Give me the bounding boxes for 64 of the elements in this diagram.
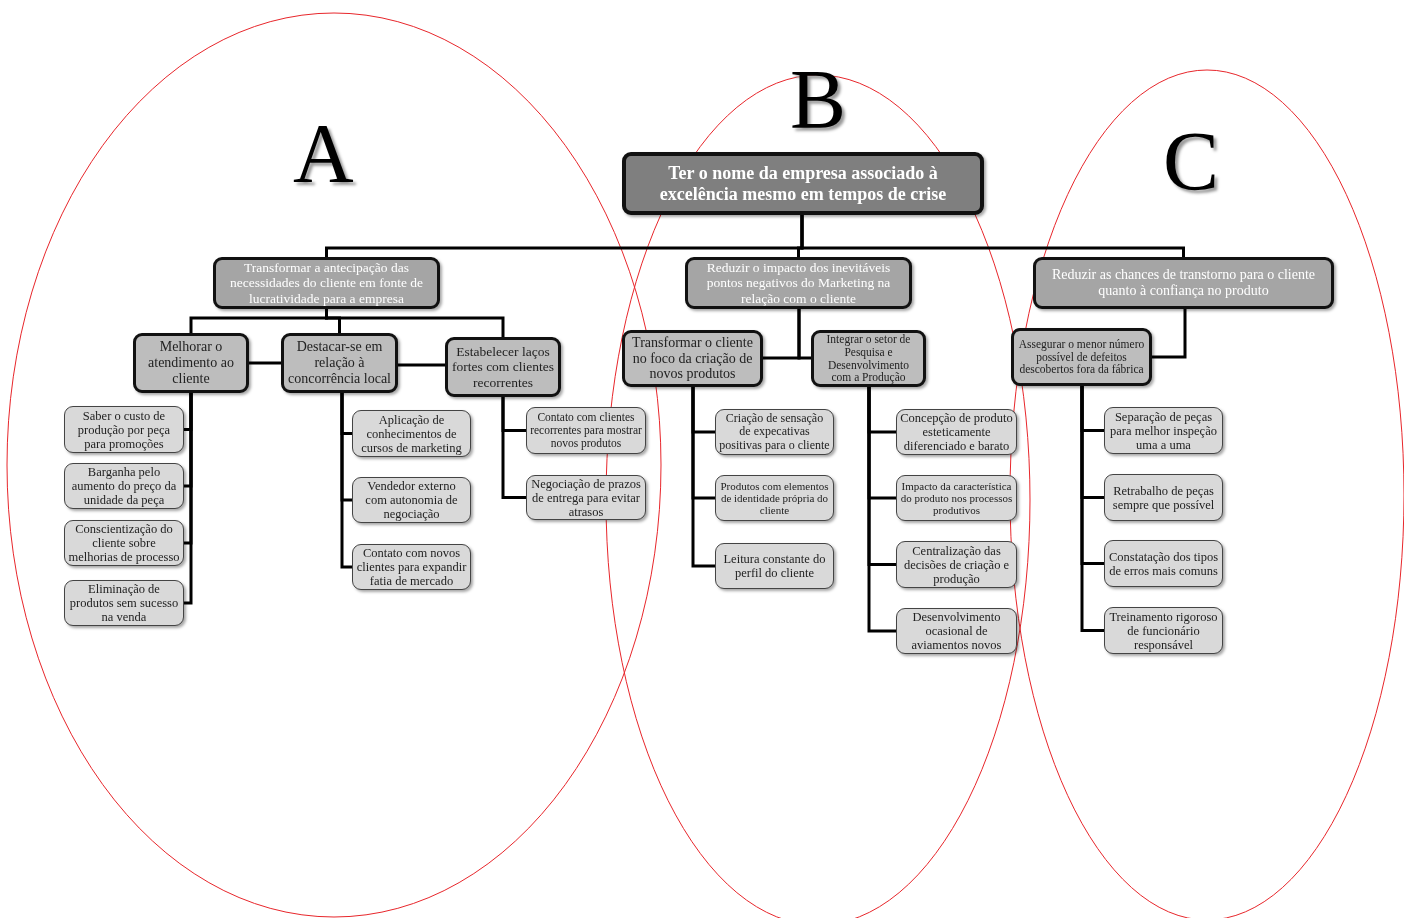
node-text: Barganha pelo aumento do preço da unidade da peça: [70, 465, 178, 507]
node-text: Contato com novos clientes para expandir fatia de mercado: [356, 546, 467, 588]
node-text: Saber o custo de produção por peça para promoções: [76, 408, 172, 451]
node-text: Separação de peças para melhor inspeção uma a uma: [1109, 409, 1218, 452]
action-box: [64, 406, 184, 453]
action-box: [896, 608, 1017, 654]
connector-line: [800, 215, 1185, 257]
group-letter: B: [790, 58, 847, 142]
node-text: Estabelecer laços fortes com clientes recorrentes: [451, 344, 555, 390]
sub-objective-box: [445, 337, 561, 397]
node-text: Transformar o cliente no foco da criação de novos produtos: [631, 335, 754, 382]
action-box: [1104, 540, 1223, 587]
node-text: Integrar o setor de Pesquisa e Desenvolvimento com a Produção: [825, 333, 912, 384]
sub-objective-box: [811, 330, 926, 387]
node-text: Leitura constante do perfil do cliente: [722, 552, 827, 580]
node-text: Desenvolvimento ocasional de aviamentos novos: [910, 610, 1003, 652]
action-box: [352, 410, 471, 457]
group-letter: A: [293, 112, 354, 196]
sub-objective-box: [133, 333, 249, 393]
objective-box: [213, 257, 440, 309]
objective-box: [685, 257, 912, 309]
node-text: Destacar-se em relação à concorrência local: [287, 339, 392, 387]
node-text: Centralização das decisões de criação e produção: [902, 543, 1011, 586]
node-text: Vendedor externo com autonomia de negociação: [364, 479, 459, 521]
action-box: [715, 543, 834, 589]
connector-line: [325, 309, 505, 337]
action-box: [352, 477, 471, 523]
node-text: Ter o nome da empresa associado à excelência mesmo em tempos de crise: [658, 163, 948, 204]
node-text: Impacto da característica do produto nos processos produtivos: [900, 479, 1013, 517]
node-text: Constatação dos tipos de erros mais comuns: [1108, 549, 1219, 578]
node-text: Aplicação de conhecimentos de cursos de marketing: [360, 412, 463, 455]
connector-line: [340, 393, 352, 569]
node-text: Melhorar o atendimento ao cliente: [147, 339, 235, 387]
action-box: [64, 463, 184, 509]
node-text: Assegurar o menor número possível de defeitos descobertos fora da fábrica: [1017, 337, 1146, 377]
sub-objective-box: [622, 330, 763, 387]
node-text: Reduzir o impacto dos inevitáveis pontos negativos do Marketing na relação com o cliente: [705, 260, 892, 306]
connector-line: [184, 393, 193, 605]
connector-line: [867, 387, 896, 633]
node-text: Concepção de produto esteticamente diferenciado e barato: [900, 411, 1013, 453]
node-text: Eliminação de produtos sem sucesso na venda: [68, 582, 180, 624]
action-box: [896, 541, 1017, 588]
node-text: Reduzir as chances de transtorno para o cliente quanto à confiança no produto: [1050, 267, 1317, 299]
connector-line: [691, 387, 715, 568]
group-letter: C: [1163, 120, 1220, 204]
connector-line: [797, 309, 811, 360]
sub-objective-box: [281, 333, 398, 393]
connector-line: [398, 363, 445, 367]
objective-box: [1033, 257, 1334, 309]
connector-line: [1080, 386, 1104, 632]
sub-objective-box: [1011, 328, 1152, 386]
node-text: Produtos com elementos de identidade própria do cliente: [719, 479, 830, 517]
node-text: Retrabalho de peças sempre que possível: [1111, 483, 1216, 512]
node-text: Transformar a antecipação das necessidades do cliente em fonte de lucratividade para a empresa: [228, 260, 425, 306]
node-text: Conscientização do cliente sobre melhorias de processo: [68, 522, 180, 564]
node-text: Negociação de prazos de entrega para evitar atrasos: [530, 476, 642, 519]
connector-line: [501, 397, 526, 499]
connector-line: [1152, 309, 1187, 359]
connector-line: [249, 361, 281, 365]
goal-box: [622, 152, 984, 215]
action-box: [1104, 474, 1223, 521]
node-text: Criação de sensação de expecativas positivas para o cliente: [719, 411, 830, 453]
node-text: Contato com clientes recorrentes para mostrar novos produtos: [530, 411, 642, 450]
node-text: Treinamento rigoroso de funcionário responsável: [1108, 609, 1219, 652]
